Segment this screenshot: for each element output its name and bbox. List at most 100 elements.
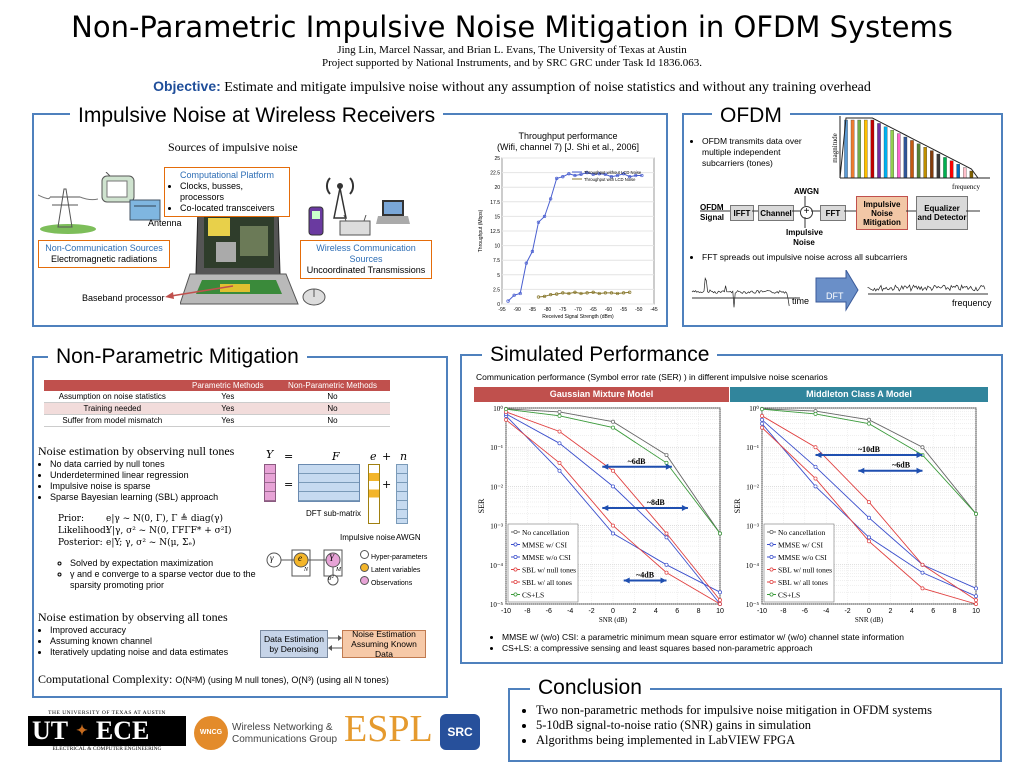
data-point <box>867 421 871 426</box>
legend-marker <box>513 542 518 547</box>
prior-label: Prior: <box>58 514 84 524</box>
data-point <box>611 484 615 489</box>
y-axis-label: SER <box>477 498 486 513</box>
list-item: OFDM transmits data over multiple indepe… <box>702 136 818 169</box>
subcarrier-bar <box>910 140 914 179</box>
laptop-illustration <box>180 207 299 305</box>
data-point <box>567 172 571 176</box>
subcarrier-bar <box>949 160 954 179</box>
list-item: Underdetermined linear regression <box>50 470 258 481</box>
list-item: Co-located transceivers <box>180 203 286 214</box>
data-point <box>718 590 722 595</box>
data-point <box>548 197 553 201</box>
data-point <box>974 511 978 516</box>
subcarrier-bar <box>916 143 921 179</box>
y-tick-label: 15 <box>494 214 500 220</box>
data-point <box>579 291 583 296</box>
data-point <box>591 172 595 177</box>
data-point <box>573 173 577 178</box>
src-logo: SRC <box>440 714 480 750</box>
subcarrier-bar <box>943 157 947 179</box>
ut-mark: UT <box>32 716 69 745</box>
x-tick-label: -85 <box>529 307 536 313</box>
impulsive-noise-label: Impulsive Noise <box>786 228 823 247</box>
legend-label: CS+LS <box>522 591 544 600</box>
subcarrier-bar <box>956 164 960 179</box>
list-item: FFT spreads out impulsive noise across a… <box>702 252 990 263</box>
matrix-plus-label: + <box>382 450 392 463</box>
legend-hyper-label: Hyper-parameters <box>370 554 428 561</box>
subcarrier-bar <box>850 119 855 179</box>
data-point <box>591 290 595 294</box>
noncomm-box: Non-Communication Sources Electromagneti… <box>38 240 170 268</box>
y-tick-label: 10⁻² <box>490 483 503 491</box>
antenna-label: Antenna <box>148 218 182 228</box>
x-axis-label: SNR (dB) <box>599 616 628 624</box>
objective-label: Objective: <box>153 78 221 94</box>
data-point <box>615 173 620 178</box>
subcarrier-bar <box>897 133 901 179</box>
y-tick-label: 17.5 <box>490 200 500 206</box>
data-point <box>603 172 608 177</box>
legend-label: No cancellation <box>522 528 570 537</box>
wncg-text-line2: Communications Group <box>232 734 338 745</box>
x-tick-label: -45 <box>650 307 657 313</box>
simulated-subtitle: Communication performance (Symbol error … <box>476 372 828 382</box>
noise-estimation-box: Noise Estimation Assuming Known Data <box>342 629 426 659</box>
awgn-label: AWGN <box>794 187 819 196</box>
data-point <box>536 220 541 224</box>
dft-label: DFT <box>826 291 844 301</box>
poster-title: Non-Parametric Impulsive Noise Mitigatio… <box>71 10 953 44</box>
data-point <box>920 570 925 575</box>
subcarrier-bar <box>864 119 868 179</box>
legend-label: SBL w/ null tones <box>522 566 576 575</box>
ofdm-panel <box>682 113 1003 327</box>
subcarrier-bar <box>857 119 861 179</box>
tv-icon <box>101 172 135 203</box>
x-axis-label: Received Signal Strength (dBm) <box>542 314 614 320</box>
list-item: CS+LS: a compressive sensing and least s… <box>502 643 990 654</box>
all-tones-heading: Noise estimation by observing all tones <box>38 610 228 624</box>
x-tick-label: 2 <box>632 608 636 615</box>
data-estimation-box: Data Estimation by Denoising <box>260 630 328 658</box>
x-tick-label: 8 <box>953 608 957 615</box>
likelihood-eq: Y|γ, σ² ~ N(0, ΓFΓF* + σ²I) <box>106 526 232 536</box>
data-point <box>867 500 871 505</box>
graphical-model <box>266 549 343 586</box>
mitigation-title: Non-Parametric Mitigation <box>48 345 307 369</box>
channel-block: Channel <box>758 205 794 221</box>
data-point <box>585 291 589 295</box>
graph-sigma-label: σ² <box>328 574 334 582</box>
gain-label: ~10dB <box>858 445 881 454</box>
matrix-eq-label: = <box>284 450 294 463</box>
data-point <box>760 407 764 412</box>
simulated-footnotes: MMSE w/ (w/o) CSI: a parametric minimum … <box>490 632 990 654</box>
data-point <box>555 176 559 181</box>
subcarrier-bar <box>969 170 974 179</box>
graph-y-label: Y <box>329 553 335 563</box>
data-point <box>718 598 722 603</box>
throughput-title-line2: (Wifi, channel 7) [J. Shi et al., 2006] <box>496 142 640 152</box>
x-tick-label: -8 <box>780 608 786 615</box>
conclusion-title: Conclusion <box>530 676 650 700</box>
legend-marker <box>513 580 518 584</box>
data-point <box>561 175 565 179</box>
y-tick-label: 10⁻⁵ <box>490 601 504 609</box>
likelihood-label: Likelihood: <box>58 526 109 536</box>
x-tick-label: 6 <box>675 608 679 615</box>
table-cell: Training needed <box>44 402 181 415</box>
legend-label: MMSE w/o CSI <box>522 553 571 562</box>
data-point <box>664 535 669 540</box>
middleton-header: Middleton Class A Model <box>730 387 988 402</box>
data-point <box>512 293 516 297</box>
x-tick-label: -10 <box>501 608 511 615</box>
x-tick-label: -65 <box>590 307 597 313</box>
adder-circle: + <box>800 206 813 219</box>
table-cell: Assumption on noise statistics <box>44 391 181 403</box>
y-tick-label: 25 <box>494 156 500 162</box>
list-item: MMSE w/ (w/o) CSI: a parametric minimum … <box>502 632 990 643</box>
x-tick-label: -4 <box>823 608 829 615</box>
matrix-n-label: n <box>400 450 408 463</box>
y-tick-label: 5 <box>497 273 500 279</box>
data-point <box>628 175 632 179</box>
